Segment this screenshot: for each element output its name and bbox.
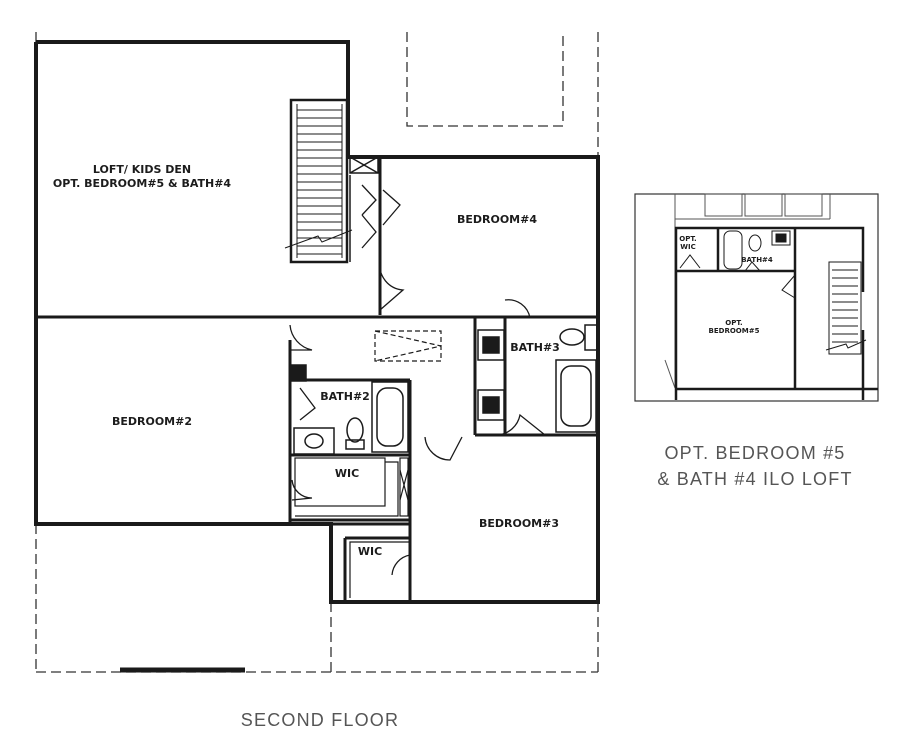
inset-plan: OPT. WIC BATH#4 OPT. BEDROOM#5: [634, 193, 879, 402]
inset-wic-line2: WIC: [680, 243, 695, 251]
loft-label-line1: LOFT/ KIDS DEN: [93, 163, 191, 176]
bath3-label: BATH#3: [510, 341, 560, 354]
attic-access: [374, 330, 442, 362]
doors: [289, 184, 546, 576]
bath2-label: BATH#2: [320, 390, 370, 403]
loft-label-line2: OPT. BEDROOM#5 & BATH#4: [53, 177, 231, 190]
inset-bath4-label: BATH#4: [741, 256, 773, 264]
inset-bedroom5-line1: OPT.: [725, 319, 742, 327]
floor-caption: SECOND FLOOR: [240, 710, 400, 730]
bedroom2-label: BEDROOM#2: [112, 415, 192, 428]
bath3-fixtures: [477, 324, 598, 433]
inset-caption: OPT. BEDROOM #5 & BATH #4 ILO LOFT: [630, 440, 880, 492]
inset-wic-line1: OPT.: [679, 235, 696, 243]
bedroom3-label: BEDROOM#3: [479, 517, 559, 530]
stairs: [284, 98, 353, 264]
exterior-walls: [34, 40, 600, 604]
bath2-fixtures: [289, 364, 409, 455]
wic-bedroom3-label: WIC: [358, 545, 382, 558]
inset-bedroom5-line2: BEDROOM#5: [709, 327, 760, 335]
wic-bath2-label: WIC: [335, 467, 359, 480]
inset-caption-line2: & BATH #4 ILO LOFT: [657, 469, 853, 489]
room-labels: LOFT/ KIDS DEN OPT. BEDROOM#5 & BATH#4 B…: [53, 163, 560, 558]
bedroom4-label: BEDROOM#4: [457, 213, 537, 226]
inset-room-labels: OPT. WIC BATH#4 OPT. BEDROOM#5: [679, 235, 773, 335]
inset-caption-line1: OPT. BEDROOM #5: [664, 443, 846, 463]
wic-shelves: [294, 457, 410, 598]
linen-closet: [349, 156, 379, 262]
interior-walls: [36, 157, 598, 602]
